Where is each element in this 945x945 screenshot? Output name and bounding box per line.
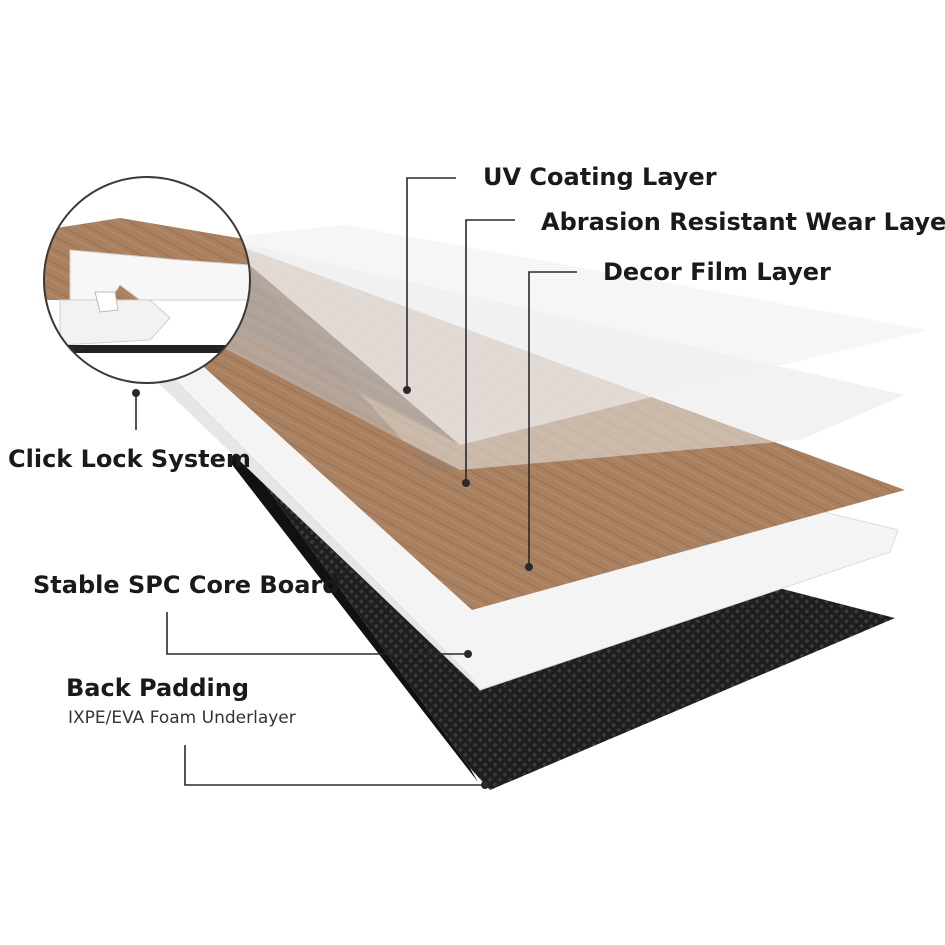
click-lock-label: Click Lock System <box>8 445 251 473</box>
back-padding-sublabel: IXPE/EVA Foam Underlayer <box>68 708 296 728</box>
back-padding-label: Back Padding <box>66 674 250 702</box>
leader-lines <box>135 177 577 786</box>
decor-film-label: Decor Film Layer <box>603 258 831 286</box>
leader-dots <box>132 386 533 789</box>
uv-coating-label: UV Coating Layer <box>483 163 717 191</box>
click-lock-inset <box>43 176 251 384</box>
spc-core-label: Stable SPC Core Board <box>33 571 340 599</box>
abrasion-wear-label: Abrasion Resistant Wear Layer <box>541 208 945 236</box>
